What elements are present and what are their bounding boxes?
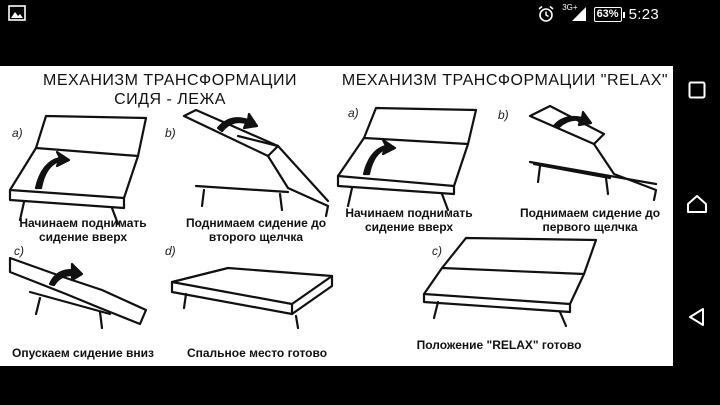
right-step-c-caption: Положение "RELAX" готово — [416, 338, 582, 352]
right-step-b-letter: b) — [498, 108, 509, 122]
status-bar: 3G+ 63% 5:23 — [0, 0, 673, 28]
right-step-a-letter: a) — [348, 106, 359, 120]
navigation-bar — [673, 0, 720, 405]
right-step-a-caption: Начинаем поднимать сидение вверх — [345, 206, 473, 234]
status-icons: 3G+ 63% 5:23 — [537, 0, 659, 28]
recent-apps-button[interactable] — [683, 76, 711, 104]
left-step-b-caption: Поднимаем сидение до второго щелчка — [185, 216, 327, 244]
left-step-a-illustration — [8, 114, 148, 226]
left-step-d-caption: Спальное место готово — [186, 346, 328, 360]
left-step-a-caption: Начинаем поднимать сидение вверх — [19, 216, 147, 244]
home-icon — [687, 195, 707, 213]
right-step-b-caption: Поднимаем сидение до первого щелчка — [519, 206, 661, 234]
square-recent-icon — [688, 81, 706, 99]
left-title: МЕХАНИЗМ ТРАНСФОРМАЦИИ СИДЯ - ЛЕЖА — [43, 72, 297, 108]
left-step-b-letter: b) — [165, 126, 176, 140]
network-type: 3G+ — [562, 2, 578, 12]
battery-icon: 63% — [593, 6, 625, 22]
left-step-d-letter: d) — [165, 244, 176, 258]
back-button[interactable] — [683, 303, 711, 331]
left-step-c-caption: Опускаем сидение вниз — [12, 346, 154, 360]
left-step-a-letter: a) — [12, 126, 23, 140]
transformation-diagram: МЕХАНИЗМ ТРАНСФОРМАЦИИ СИДЯ - ЛЕЖА МЕХАН… — [0, 66, 673, 366]
alarm-icon — [538, 5, 554, 22]
clock: 5:23 — [628, 5, 659, 23]
home-button[interactable] — [683, 190, 711, 218]
right-title: МЕХАНИЗМ ТРАНСФОРМАЦИИ "RELAX" — [341, 72, 669, 89]
signal-icon — [571, 7, 586, 21]
left-step-c-letter: c) — [14, 244, 24, 258]
image-icon — [8, 5, 26, 21]
back-icon — [689, 308, 704, 326]
right-step-c-letter: c) — [432, 244, 442, 258]
